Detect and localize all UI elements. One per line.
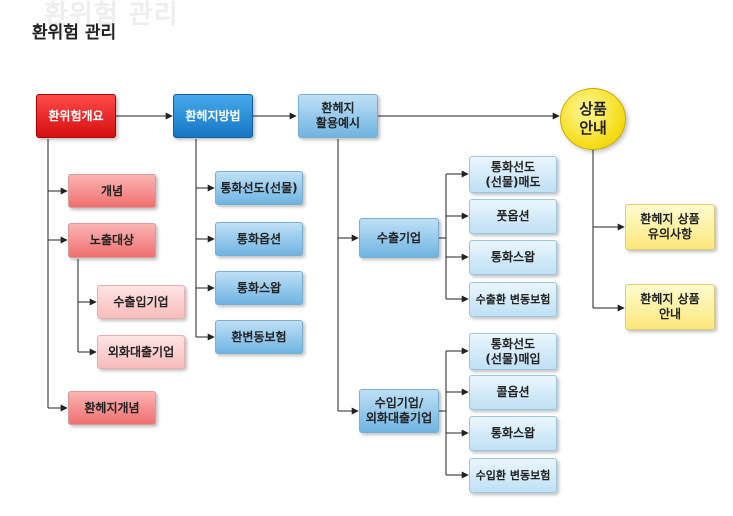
method-option-node[interactable]: 통화옵션 <box>215 222 303 256</box>
exporter-put-option-node[interactable]: 풋옵션 <box>469 199 557 234</box>
page-title: 환위험 관리 <box>32 23 117 43</box>
method-swap-node[interactable]: 통화스왑 <box>215 271 303 305</box>
overview-exposure-node[interactable]: 노출대상 <box>68 223 156 258</box>
exposure-trade-company-node[interactable]: 수출입기업 <box>97 285 185 319</box>
importer-insurance-node[interactable]: 수입환 변동보험 <box>469 458 557 493</box>
page-watermark: 환위험 관리 <box>44 0 179 30</box>
importer-swap-node[interactable]: 통화스왑 <box>469 416 557 451</box>
overview-node[interactable]: 환위험개요 <box>36 94 116 138</box>
exporter-swap-node[interactable]: 통화스왑 <box>469 240 557 275</box>
product-node[interactable]: 상품 안내 <box>560 88 626 150</box>
importer-call-option-node[interactable]: 콜옵션 <box>469 375 557 410</box>
exposure-fx-loan-company-node[interactable]: 외화대출기업 <box>97 335 185 369</box>
method-insurance-node[interactable]: 환변동보험 <box>215 320 303 354</box>
product-caution-node[interactable]: 환헤지 상품 유의사항 <box>625 204 715 250</box>
overview-concept-node[interactable]: 개념 <box>68 174 156 208</box>
product-guide-node[interactable]: 환헤지 상품 안내 <box>625 284 715 330</box>
overview-hedge-concept-node[interactable]: 환헤지개념 <box>68 391 156 425</box>
exporter-node[interactable]: 수출기업 <box>359 218 439 258</box>
method-forward-node[interactable]: 통화선도(선물) <box>215 171 303 205</box>
importer-forward-buy-node[interactable]: 통화선도 (선물)매입 <box>469 333 557 370</box>
importer-node[interactable]: 수입기업/ 외화대출기업 <box>359 389 439 433</box>
methods-node[interactable]: 환헤지방법 <box>173 94 253 138</box>
exporter-insurance-node[interactable]: 수출환 변동보험 <box>469 282 557 317</box>
examples-node[interactable]: 환헤지 활용예시 <box>298 94 378 138</box>
exporter-forward-sell-node[interactable]: 통화선도 (선물)매도 <box>469 156 557 193</box>
